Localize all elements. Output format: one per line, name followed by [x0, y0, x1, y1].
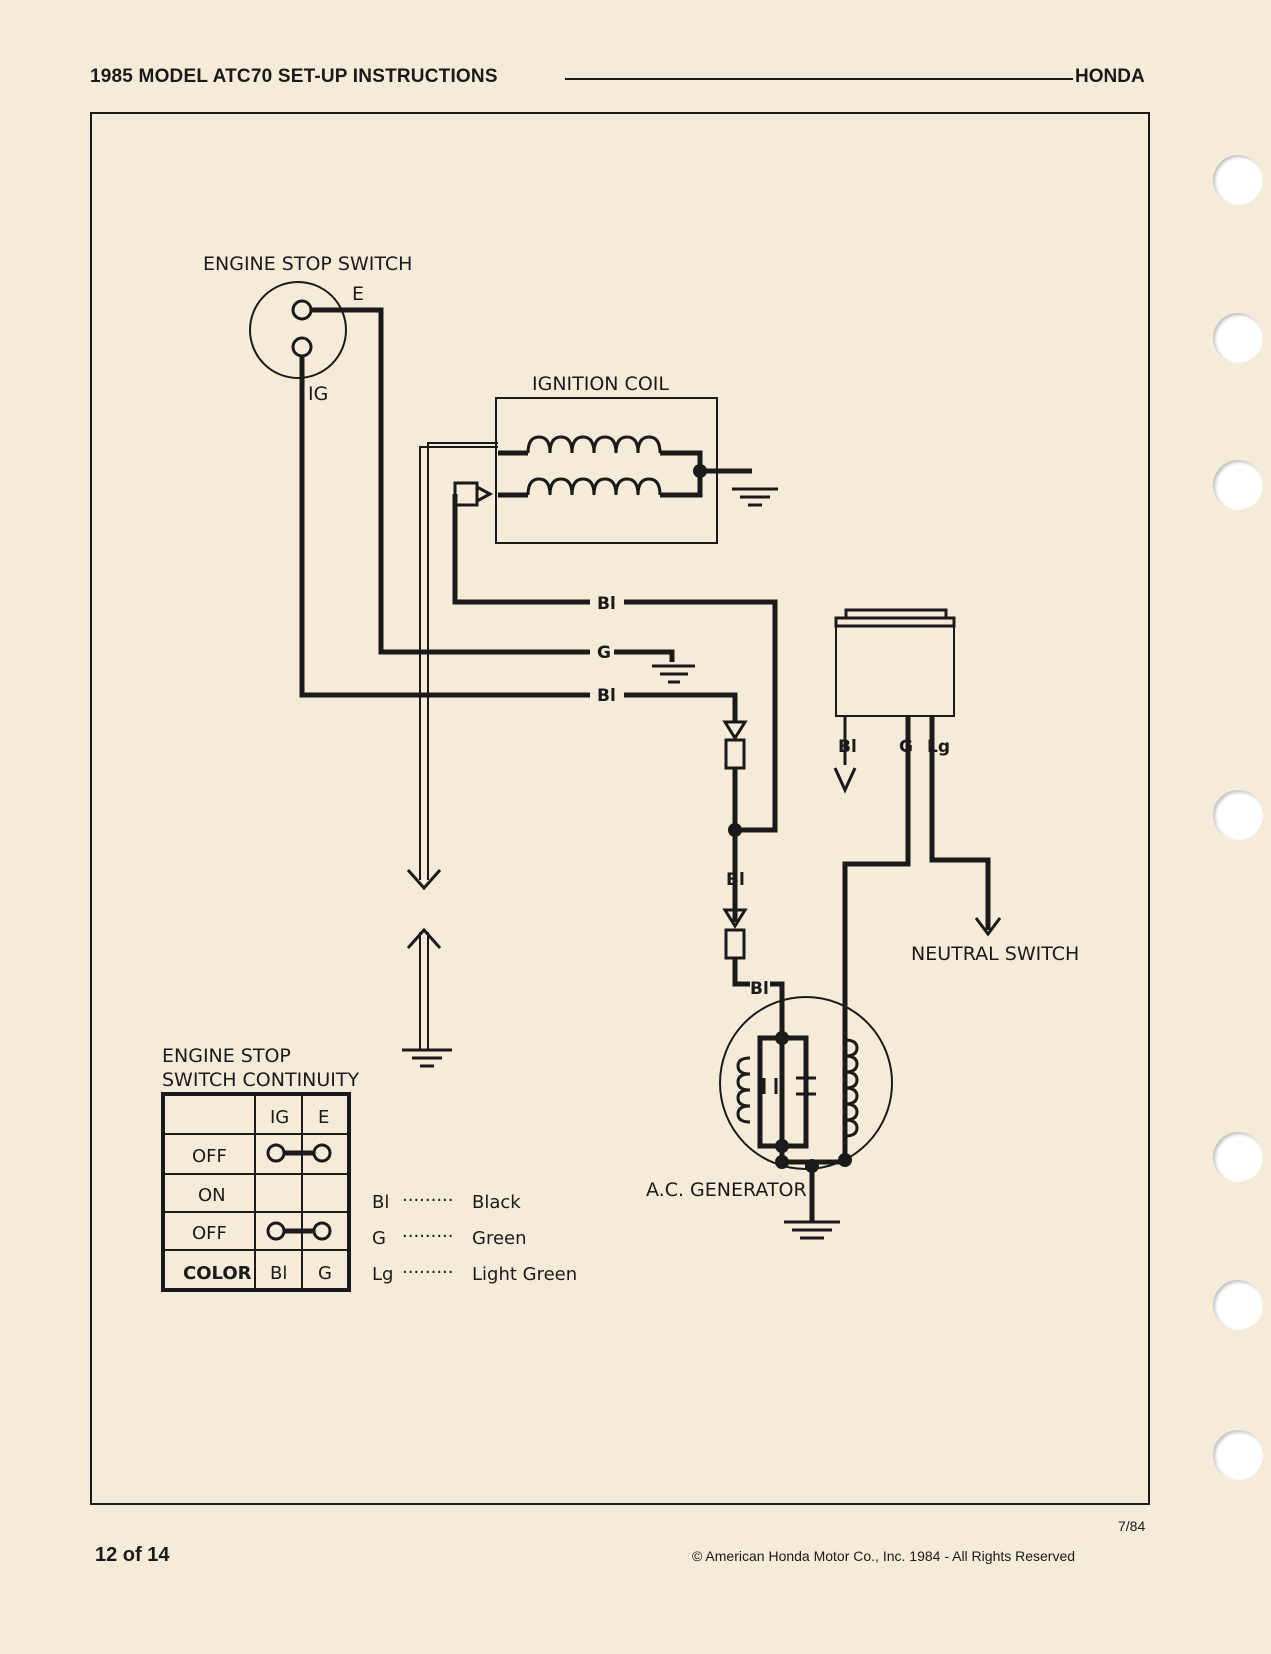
connector-box-1: [724, 738, 746, 770]
wire-label-bl-2: Bl: [597, 686, 616, 706]
legend-name: Green: [472, 1228, 527, 1249]
continuity-connection-icon: [266, 1143, 332, 1163]
wire-label-g: G: [597, 643, 611, 663]
switch-terminal-e: [291, 299, 313, 321]
neutral-switch-label: NEUTRAL SWITCH: [911, 943, 1079, 965]
wire-black-to-generator: [732, 958, 750, 987]
binder-hole: [1213, 1280, 1263, 1330]
ignition-coil-label: IGNITION COIL: [532, 373, 669, 395]
secondary-coil-icon: [526, 477, 662, 496]
connector-box-2: [724, 928, 746, 960]
neutral-switch-arrow: [974, 917, 1002, 937]
black-junction-dot: [728, 823, 742, 837]
ac-generator: A.C. GENERATOR: [646, 996, 893, 1240]
wire-black-ig: [299, 356, 590, 698]
continuity-table: ENGINE STOP SWITCH CONTINUITY IG E OFF O…: [161, 1045, 360, 1292]
connector-arrow-1: [722, 720, 748, 741]
wire-lightgreen-to-neutral: [929, 716, 991, 930]
connector-arrow-2: [722, 908, 748, 929]
table-color-e: G: [318, 1263, 332, 1284]
generator-dot: [775, 1031, 789, 1045]
binder-hole: [1213, 1132, 1263, 1182]
engine-stop-switch-label: ENGINE STOP SWITCH: [203, 253, 412, 275]
spark-plug-ground-icon: [402, 1048, 452, 1068]
footer-page-number: 12 of 14: [95, 1544, 170, 1566]
wire-label-bl-1: Bl: [597, 594, 616, 614]
wire-green-to-generator: [842, 716, 911, 1160]
green-ground-icon: [652, 664, 695, 684]
table-grid: [163, 1094, 349, 1290]
generator-coil-right-icon: [844, 1038, 859, 1138]
capacitor-icon-2: [796, 1076, 816, 1096]
ignition-coil-box: [495, 397, 718, 544]
wire-label-bl-3: Bl: [726, 870, 745, 890]
table-row-label: ON: [198, 1185, 226, 1206]
switch-terminal-ig: [291, 336, 313, 358]
table-header-ig: IG: [270, 1107, 289, 1128]
color-legend: Bl ········· Black G ········· Green Lg …: [372, 1190, 577, 1285]
wire-green-ground: [614, 649, 675, 662]
primary-coil-icon: [526, 435, 662, 454]
table-color-ig: Bl: [270, 1263, 287, 1284]
neutral-switch-connector: Bl G Lg: [833, 608, 956, 794]
wire-black-generator-in: [770, 981, 785, 1018]
spark-plug-arrow-up: [406, 927, 442, 949]
engine-stop-switch: ENGINE STOP SWITCH E IG: [203, 253, 412, 405]
spark-plug-lead-upper-b: [427, 442, 498, 880]
ignition-coil: IGNITION COIL: [453, 373, 778, 544]
continuity-connection-icon: [266, 1221, 332, 1241]
legend-name: Black: [472, 1192, 521, 1213]
table-row-label: OFF: [192, 1223, 227, 1244]
legend-code: G: [372, 1228, 386, 1249]
generator-coil-left-icon: [736, 1056, 751, 1124]
legend-code: Bl: [372, 1192, 389, 1213]
connector-body: [835, 625, 955, 717]
connector-flange: [834, 616, 956, 628]
legend-name: Light Green: [472, 1264, 577, 1285]
table-header-e: E: [318, 1107, 329, 1128]
legend-dots: ·········: [402, 1262, 454, 1283]
spark-plug-lead-upper-a: [419, 446, 498, 880]
wire-black-coil: [452, 494, 590, 605]
generator-ground-icon: [784, 1220, 840, 1240]
wire-black-to-junction: [624, 599, 778, 833]
continuity-title-line1: ENGINE STOP: [162, 1045, 291, 1067]
coil-ground-icon: [732, 487, 778, 507]
header-rule: [565, 78, 1073, 80]
binder-hole: [1213, 790, 1263, 840]
footer-copyright: © American Honda Motor Co., Inc. 1984 - …: [692, 1548, 1076, 1564]
table-color-label: COLOR: [183, 1263, 252, 1284]
binder-hole: [1213, 313, 1263, 363]
wire-black-ig-continue: [624, 692, 738, 722]
table-row-label: OFF: [192, 1146, 227, 1167]
wire-label-bl-4: Bl: [750, 979, 769, 999]
terminal-e-label: E: [352, 283, 364, 305]
connector-bl-arrow: [833, 767, 857, 794]
binder-hole: [1213, 155, 1263, 205]
coil-connector-icon: [453, 481, 479, 507]
page-header-brand: HONDA: [1075, 66, 1145, 87]
connector-label-bl: Bl: [838, 737, 857, 757]
binder-hole: [1213, 1430, 1263, 1480]
footer-date: 7/84: [1118, 1518, 1146, 1534]
page-header-title: 1985 MODEL ATC70 SET-UP INSTRUCTIONS: [90, 66, 498, 87]
spark-plug-lead-lower: [419, 932, 429, 1050]
generator-ground-wire: [779, 1146, 845, 1222]
coil-connector-tab: [476, 485, 494, 503]
legend-dots: ·········: [402, 1190, 454, 1211]
wire-green-e: [311, 307, 590, 655]
diagram-frame: [90, 112, 1150, 1505]
binder-hole: [1213, 460, 1263, 510]
continuity-title-line2: SWITCH CONTINUITY: [162, 1069, 360, 1091]
switch-body-circle: [249, 281, 347, 379]
terminal-ig-label: IG: [308, 383, 328, 405]
capacitor-icon-1: [762, 1078, 778, 1094]
legend-code: Lg: [372, 1264, 393, 1285]
ac-generator-label: A.C. GENERATOR: [646, 1179, 807, 1201]
spark-plug-arrow-down: [406, 869, 442, 891]
legend-dots: ·········: [402, 1226, 454, 1247]
